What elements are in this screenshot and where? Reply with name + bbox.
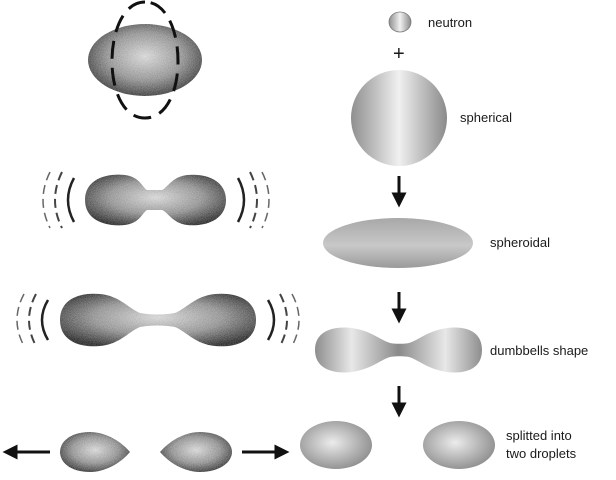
vibration-arc [249,171,258,229]
oscillation-outline [110,0,180,120]
vibration-arc [28,293,37,347]
plus-sign: + [393,43,405,65]
two-droplets: splitted into two droplets [300,421,577,469]
left-fission-fragments [2,432,290,472]
left-fragment [60,432,130,472]
vibration-arc [261,171,270,229]
neutron-label: neutron [428,15,472,30]
dumbbell-nucleus: dumbbells shape [315,327,588,373]
spheroidal-label: spheroidal [490,235,550,250]
vibration-arc [16,293,25,347]
droplet-left [300,421,372,469]
vibration-arc [66,177,76,223]
vibration-arc [54,171,63,229]
left-vibrating-dumbbell-2 [16,293,300,347]
vibration-arc [42,171,51,229]
split-label-line1: splitted into [506,428,572,443]
neutron: neutron [388,11,472,33]
vibration-arc [40,299,50,341]
vibration-arc [279,293,288,347]
vibration-arc [266,299,276,341]
split-label-line2: two droplets [506,446,577,461]
right-fragment [160,432,232,472]
spherical-nucleus: spherical [351,70,512,166]
vibration-arc [291,293,300,347]
spherical-label: spherical [460,110,512,125]
left-vibrating-dumbbell-1 [42,171,270,229]
left-oscillating-nucleus [88,0,202,120]
dumbbells-label: dumbbells shape [490,343,588,358]
spheroidal-nucleus: spheroidal [323,218,550,268]
vibration-arc [236,177,246,223]
droplet-right [423,421,495,469]
